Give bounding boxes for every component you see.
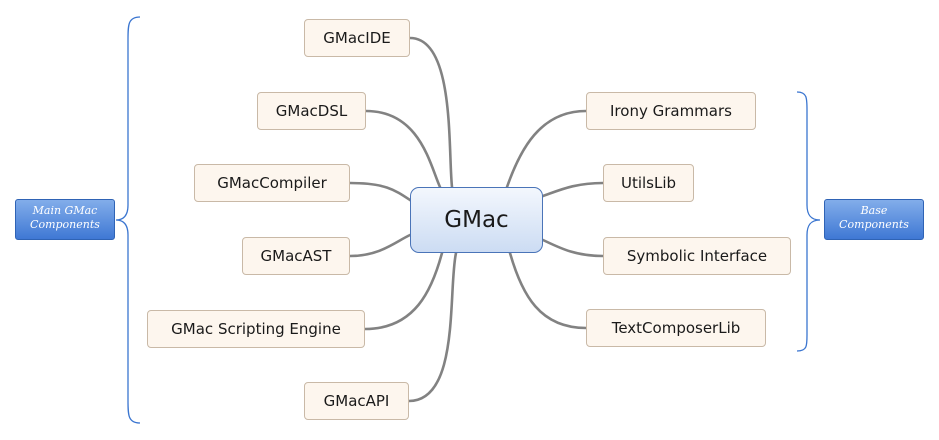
link-irony-grammars bbox=[505, 109, 588, 189]
link-gmacast bbox=[348, 233, 412, 258]
topic-symbolic-interface[interactable]: Symbolic Interface bbox=[603, 237, 791, 275]
topic-irony-grammars[interactable]: Irony Grammars bbox=[586, 92, 756, 130]
main-components-label[interactable]: Main GMac Components bbox=[15, 199, 115, 240]
link-gmaccompiler bbox=[348, 181, 412, 202]
topic-gmaccompiler[interactable]: GMacCompiler bbox=[194, 164, 350, 202]
topic-gmacide[interactable]: GMacIDE bbox=[304, 19, 410, 57]
link-symbolic-interface bbox=[541, 238, 605, 258]
topic-gmacapi[interactable]: GMacAPI bbox=[304, 382, 409, 420]
topic-gmacdsl[interactable]: GMacDSL bbox=[257, 92, 366, 130]
topic-gmac-scripting-engine[interactable]: GMac Scripting Engine bbox=[147, 310, 365, 348]
link-textcomposerlib bbox=[508, 251, 588, 330]
link-gmac-scripting-engine bbox=[363, 251, 444, 331]
central-topic-gmac[interactable]: GMac bbox=[410, 187, 543, 253]
main-components-label-line2: Components bbox=[30, 218, 100, 231]
base-components-brace bbox=[796, 91, 821, 352]
base-components-label-line1: Base bbox=[860, 204, 888, 217]
main-components-brace bbox=[115, 16, 141, 424]
link-gmacapi bbox=[407, 251, 458, 403]
main-components-label-line1: Main GMac bbox=[32, 204, 98, 217]
topic-textcomposerlib[interactable]: TextComposerLib bbox=[586, 309, 766, 347]
base-components-label-line2: Components bbox=[839, 218, 909, 231]
link-gmacide bbox=[408, 36, 454, 189]
link-utilslib bbox=[541, 181, 605, 198]
base-components-label[interactable]: Base Components bbox=[824, 199, 924, 240]
link-gmacdsl bbox=[364, 109, 442, 189]
topic-utilslib[interactable]: UtilsLib bbox=[603, 164, 694, 202]
topic-gmacast[interactable]: GMacAST bbox=[242, 237, 350, 275]
